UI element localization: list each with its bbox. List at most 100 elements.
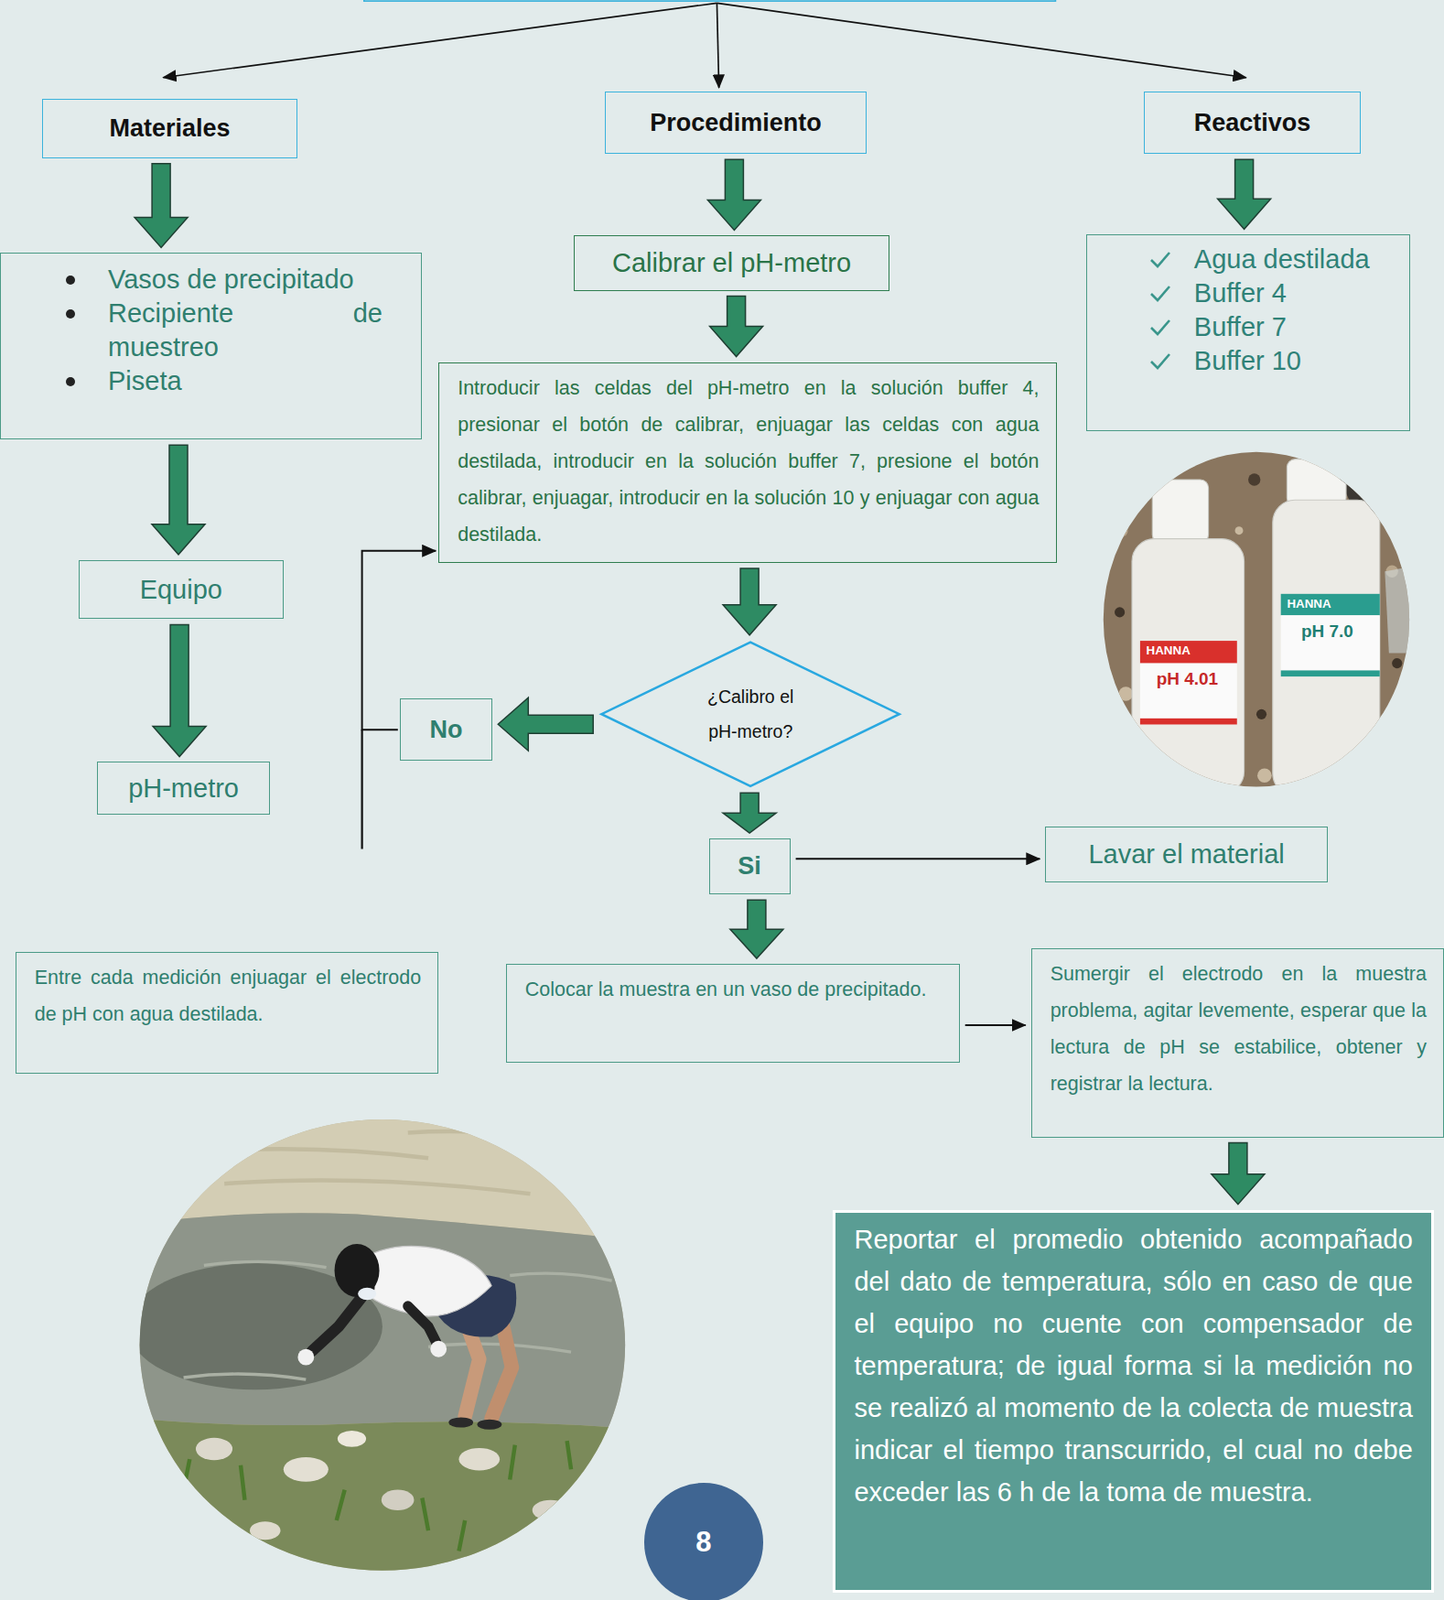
river-photo: [127, 1111, 633, 1582]
label-box: pH-metro: [96, 761, 270, 815]
branch-line: [716, 2, 719, 88]
rock: [195, 1437, 233, 1461]
flow-arrow: [1217, 159, 1272, 229]
node-text: Reactivos: [1194, 108, 1312, 138]
rock: [381, 1489, 415, 1510]
node-text: Procedimiento: [649, 108, 822, 138]
branch-line: [162, 2, 717, 77]
process-box: Entre cada medición enjuagar el electrod…: [15, 951, 439, 1075]
node-text: Equipo: [140, 574, 223, 605]
speckle: [1115, 524, 1128, 537]
bottle-body: [1131, 538, 1245, 795]
header-box: Reactivos: [1143, 91, 1360, 154]
flow-arrow: [722, 568, 776, 636]
bottle-photo: [1101, 449, 1413, 797]
flow-arrow: [134, 163, 188, 248]
bottle-stripe: [1281, 669, 1380, 677]
grass-bank: [132, 1418, 633, 1582]
rock: [532, 1499, 570, 1520]
bottle-cap: [1152, 479, 1208, 543]
connector-line: [796, 857, 1041, 860]
photo-label: pH 7.0: [1301, 623, 1354, 641]
flow-arrow: [151, 444, 205, 555]
node-text: Lavar el material: [1088, 839, 1284, 870]
bottle-band: [1140, 640, 1238, 664]
node-text: Piseta: [107, 364, 383, 399]
node-text: Buffer 4: [1194, 276, 1401, 311]
branch-line: [716, 2, 1246, 77]
top-box-edge: [364, 0, 1057, 1]
header-box: Materiales: [42, 98, 299, 159]
sandal: [477, 1419, 503, 1430]
glove: [430, 1340, 447, 1358]
check-stroke: [1151, 320, 1170, 335]
sandal: [448, 1416, 474, 1427]
connector-line: [965, 1023, 1026, 1026]
node-text: Vasos de precipitado: [107, 262, 383, 297]
node-text: Introducir las celdas del pH-metro en la…: [457, 369, 1039, 553]
speckle: [1119, 686, 1134, 701]
glove: [297, 1348, 314, 1366]
process-box: Sumergir el electrodo en la muestra prob…: [1031, 948, 1444, 1137]
list-row: Buffer 7: [1087, 310, 1401, 345]
loop-stub: [361, 729, 364, 849]
speckle: [1114, 606, 1125, 617]
person-arm: [408, 1305, 437, 1343]
glass: [1384, 566, 1412, 654]
photo-label: HANNA: [1286, 597, 1331, 610]
bottle-label: [1140, 663, 1238, 725]
list-box: Vasos de precipitadoRecipiente de muestr…: [0, 252, 422, 440]
list-row: Agua destilada: [1087, 242, 1401, 277]
label-box: Equipo: [78, 560, 284, 620]
header-box: Procedimiento: [604, 91, 867, 154]
bottle-body: [1272, 499, 1380, 796]
speckle: [1257, 767, 1272, 783]
flow-arrow: [707, 159, 761, 230]
list-box: Agua destiladaBuffer 4Buffer 7Buffer 10: [1086, 234, 1411, 432]
node-text: Reportar el promedio obtenido acompañado…: [853, 1217, 1412, 1513]
bottle-label: [1281, 614, 1380, 677]
diamond-shape: [601, 641, 899, 786]
rock: [249, 1520, 281, 1540]
node-text: Si: [737, 851, 762, 881]
speckle: [1135, 748, 1148, 761]
node-text: ¿Calibro el pH-metro?: [693, 678, 809, 749]
rock: [458, 1447, 500, 1471]
rock: [337, 1430, 367, 1447]
person-hair: [334, 1243, 380, 1297]
check-stroke: [1151, 286, 1170, 301]
check-stroke: [1151, 252, 1170, 267]
sand-texture: [183, 1131, 593, 1194]
photo-label: pH 4.01: [1156, 670, 1218, 689]
node-text: 8: [695, 1525, 712, 1559]
flow-arrow: [710, 296, 764, 357]
bullet-dot: [65, 377, 76, 387]
page-number: 8: [644, 1482, 763, 1600]
list-row: Piseta: [0, 364, 412, 399]
list-row: Buffer 10: [1087, 344, 1401, 378]
answer-box: No: [399, 698, 493, 761]
flow-arrow: [722, 792, 776, 833]
flow-arrow: [497, 697, 593, 751]
check-mark: [1149, 351, 1172, 372]
process-box: Calibrar el pH-metro: [573, 235, 889, 291]
node-text: Calibrar el pH-metro: [612, 247, 852, 279]
check-mark: [1149, 283, 1172, 304]
check-mark: [1149, 249, 1172, 270]
node-text: Colocar la muestra en un vaso de precipi…: [525, 970, 943, 1008]
face-mask: [357, 1287, 377, 1300]
list-row: Buffer 4: [1087, 276, 1401, 311]
node-text: Agua destilada: [1194, 242, 1401, 277]
node-text: Recipiente de muestreo: [107, 296, 383, 365]
node-text: Buffer 10: [1194, 344, 1401, 378]
answer-box: Si: [709, 838, 791, 895]
note-box: Reportar el promedio obtenido acompañado…: [832, 1209, 1434, 1593]
node-text: pH-metro: [128, 773, 239, 804]
process-box: Colocar la muestra en un vaso de precipi…: [506, 963, 960, 1063]
speckle: [1248, 473, 1261, 485]
diamond-outline: [598, 640, 903, 787]
speckle: [1256, 709, 1267, 720]
check-mark: [1149, 317, 1172, 338]
node-text: Entre cada medición enjuagar el electrod…: [34, 959, 421, 1033]
